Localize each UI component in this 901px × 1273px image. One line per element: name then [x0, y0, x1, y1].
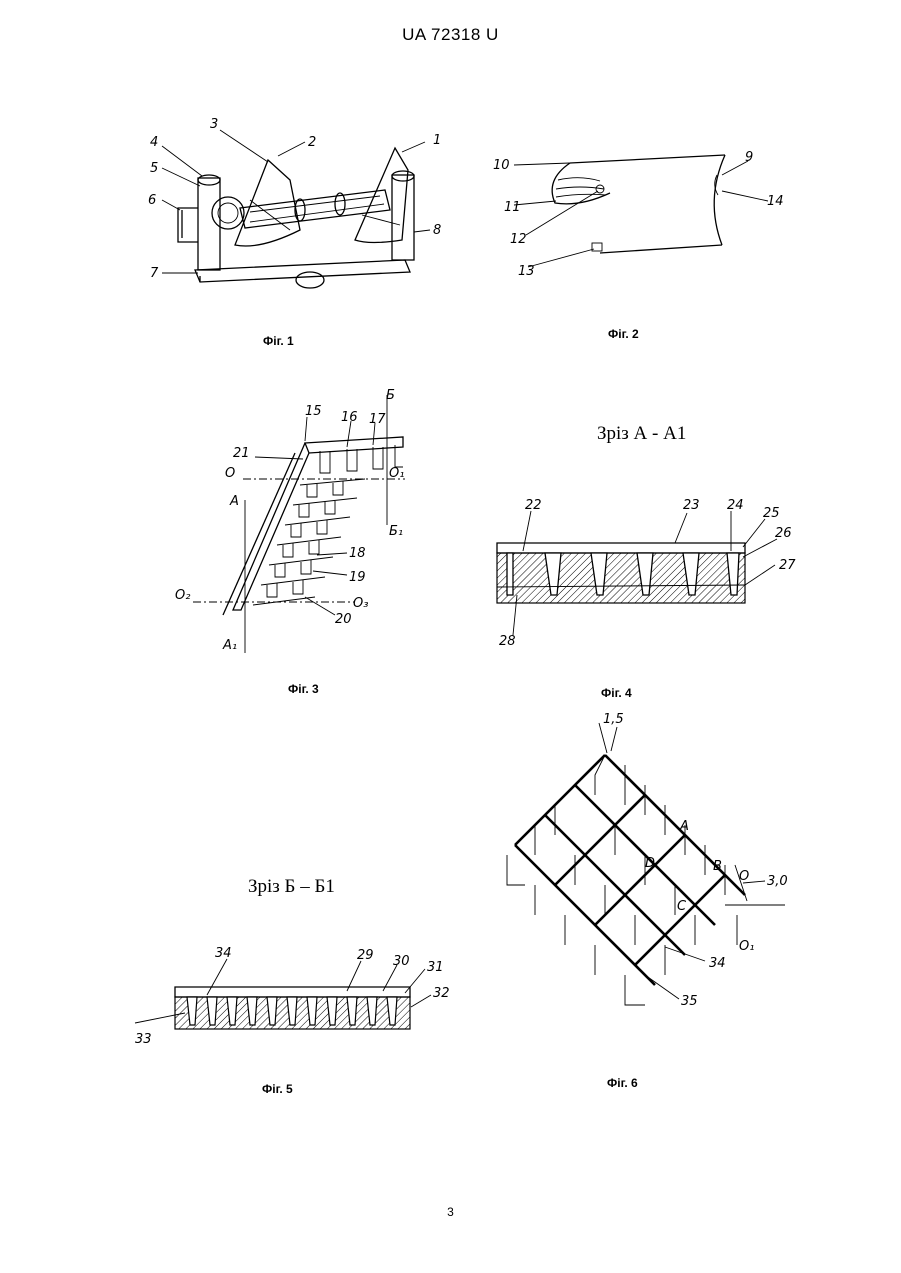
fig5-label-34: 34 — [215, 946, 232, 961]
fig3-label-b1: Б₁ — [389, 524, 403, 539]
fig5-label-29: 29 — [357, 948, 374, 963]
fig4-label-28: 28 — [499, 634, 516, 649]
fig3-label-18: 18 — [349, 546, 366, 561]
fig6-label-3-0: 3,0 — [767, 874, 788, 889]
fig6-label-b: B — [713, 859, 722, 874]
figure-5-drawing: 34 29 30 31 32 33 — [135, 945, 465, 1050]
fig2-label-10: 10 — [493, 158, 510, 173]
fig1-label-7: 7 — [150, 266, 159, 281]
fig6-label-o: O — [739, 869, 749, 884]
figure-4-caption: Фіг. 4 — [601, 686, 632, 700]
fig3-label-16: 16 — [341, 410, 358, 425]
figure-4-drawing: 22 23 24 25 26 27 28 — [495, 495, 815, 655]
fig1-label-2: 2 — [308, 135, 316, 150]
fig3-label-b: Б — [386, 388, 395, 403]
fig3-label-o2: О₂ — [175, 588, 190, 603]
figure-4-title: Зріз А - А1 — [597, 423, 686, 445]
fig1-label-3: 3 — [210, 117, 218, 132]
figure-5-caption: Фіг. 5 — [262, 1082, 293, 1096]
fig1-label-4: 4 — [150, 135, 158, 150]
figure-3-drawing: 15 16 17 Б 21 О О₁ Б₁ А 18 19 О₂ О₃ 20 А… — [175, 385, 415, 660]
fig6-label-1-5: 1,5 — [603, 712, 624, 727]
fig1-label-6: 6 — [148, 193, 156, 208]
fig6-label-o1: O₁ — [739, 939, 754, 954]
fig6-label-c: C — [677, 899, 687, 914]
figure-5-title: Зріз Б – Б1 — [248, 876, 335, 898]
fig3-label-a1: А₁ — [222, 638, 237, 653]
fig3-label-a: А — [229, 494, 239, 509]
fig3-label-o1: О₁ — [389, 466, 404, 481]
patent-number: UA 72318 U — [0, 25, 901, 45]
fig2-label-12: 12 — [510, 232, 527, 247]
figure-2-drawing: 10 11 12 13 9 14 — [490, 145, 790, 275]
fig4-label-27: 27 — [779, 558, 796, 573]
fig2-label-13: 13 — [518, 264, 535, 279]
fig6-label-d: D — [645, 856, 655, 871]
fig5-label-30: 30 — [393, 954, 410, 969]
fig6-label-a: A — [679, 819, 689, 834]
fig4-label-22: 22 — [525, 498, 542, 513]
fig4-label-26: 26 — [775, 526, 792, 541]
fig6-label-34: 34 — [709, 956, 726, 971]
figure-6-drawing: 1,5 A D B C O 3,0 O₁ 34 35 — [495, 705, 805, 1025]
fig4-label-25: 25 — [763, 506, 780, 521]
figure-1-drawing: 4 5 6 7 3 2 1 8 — [140, 130, 430, 300]
figure-6-caption: Фіг. 6 — [607, 1076, 638, 1090]
fig5-label-32: 32 — [433, 986, 450, 1001]
fig4-label-24: 24 — [727, 498, 744, 513]
fig5-label-33: 33 — [135, 1032, 152, 1047]
fig3-label-o3: О₃ — [353, 596, 368, 611]
fig5-label-31: 31 — [427, 960, 444, 975]
fig3-label-19: 19 — [349, 570, 366, 585]
fig1-label-5: 5 — [150, 161, 158, 176]
fig2-label-9: 9 — [745, 150, 753, 165]
fig3-label-20: 20 — [335, 612, 352, 627]
page-number: 3 — [0, 1205, 901, 1219]
fig3-label-21: 21 — [233, 446, 250, 461]
fig3-label-o: О — [225, 466, 235, 481]
fig3-label-17: 17 — [369, 412, 386, 427]
fig1-label-8: 8 — [433, 223, 441, 238]
figure-3-caption: Фіг. 3 — [288, 682, 319, 696]
fig1-label-1: 1 — [433, 133, 441, 148]
figure-1-caption: Фіг. 1 — [263, 334, 294, 348]
fig6-label-35: 35 — [681, 994, 698, 1009]
fig2-label-11: 11 — [504, 200, 521, 215]
fig4-label-23: 23 — [683, 498, 700, 513]
fig2-label-14: 14 — [767, 194, 784, 209]
figure-2-caption: Фіг. 2 — [608, 327, 639, 341]
fig3-label-15: 15 — [305, 404, 322, 419]
